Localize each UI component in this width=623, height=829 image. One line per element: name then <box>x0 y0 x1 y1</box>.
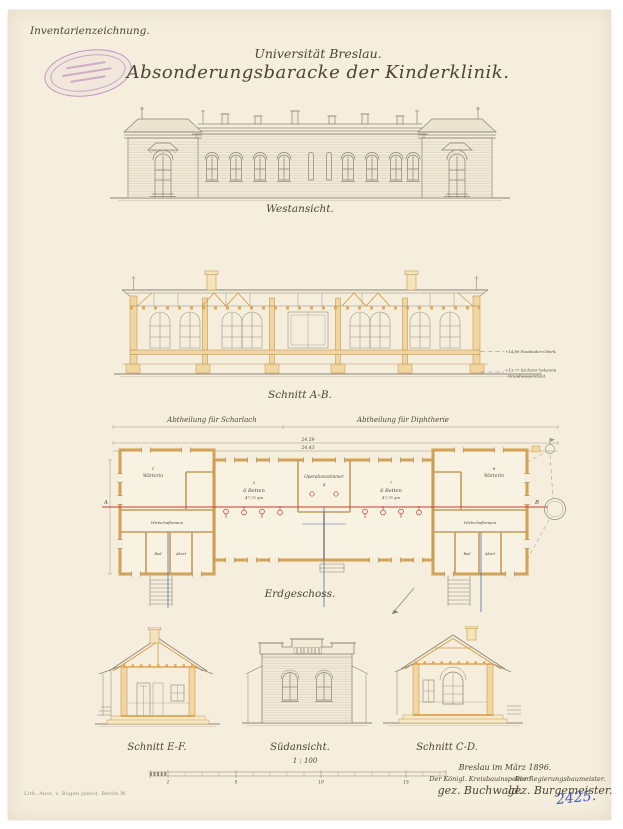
site-extension <box>526 438 566 561</box>
roof-truss <box>121 289 489 310</box>
title-main: Absonderungsbaracke der Kinderklinik. <box>126 62 510 83</box>
entrance-door <box>147 142 179 198</box>
interior-fittings <box>127 682 189 717</box>
caption-south-elevation: Südansicht. <box>270 742 330 753</box>
arched-windows <box>204 152 421 182</box>
room-no: 8 <box>493 466 496 471</box>
caption-west-elevation: Westansicht. <box>266 203 334 215</box>
outbuilding-marker <box>531 445 541 453</box>
plan-walls <box>118 448 529 576</box>
dept-right-label: Abtheilung für Diphtherie <box>356 416 449 424</box>
porch <box>97 665 122 716</box>
interior-fittings <box>419 666 487 705</box>
room-ward-left: 6 Betten <box>243 488 265 494</box>
scale-bar-subdivisions <box>150 772 167 776</box>
entrance-door <box>441 142 473 198</box>
room-ward-left-area: 47,75 qm <box>244 495 264 500</box>
side-porches <box>245 665 369 723</box>
scale-tick-label: 10 <box>318 780 324 786</box>
room-ward-right: 6 Betten <box>380 488 402 494</box>
dim-overall-2: 24,43 <box>301 445 315 451</box>
room-no: 4 <box>322 482 326 487</box>
signature-left-name: gez. Buchwald. <box>437 784 523 797</box>
room-abort-right: Abort <box>484 552 496 556</box>
right-exterior-stair <box>447 575 471 607</box>
caption-ground-floor: Erdgeschoss. <box>264 588 336 600</box>
room-bad-left: Bad <box>154 552 163 556</box>
ground-floor-plan-drawing: Abtheilung für Scharlach Abtheilung für … <box>102 416 566 615</box>
section-marker-b: B <box>534 500 539 506</box>
room-no: 1 <box>152 466 155 471</box>
printer-imprint: Lith. Anst. v. Bogen junior, Berlin W. <box>24 791 127 797</box>
room-warterin-right: Wärterin <box>484 473 504 479</box>
signature-right-name: gez. Burgemeister. <box>507 784 613 797</box>
vent-row <box>293 647 322 654</box>
room-bad-right: Bad <box>463 552 472 556</box>
title-institution: Universität Breslau. <box>254 46 382 61</box>
south-elevation-drawing <box>242 638 372 726</box>
room-no: 3 <box>253 480 256 485</box>
small-circle-marker <box>545 444 555 454</box>
large-circle-marker <box>544 498 566 520</box>
scale-tick-label: 5 <box>235 780 238 786</box>
level-floor-label: +14,89 Fussboden-Oberkante <box>505 349 556 354</box>
section-cd-drawing <box>383 626 523 726</box>
center-porch-steps <box>319 563 345 573</box>
left-pavilion <box>123 107 203 199</box>
level-groundwater-label1: +13,77 höchster bekannter <box>505 368 556 373</box>
inventory-label: Inventarienzeichnung. <box>30 25 150 37</box>
side-elements <box>394 663 521 715</box>
chimney <box>466 626 477 641</box>
right-pavilion <box>417 107 497 199</box>
interior-windows <box>149 311 461 349</box>
caption-section-ef: Schnitt E-F. <box>127 742 187 753</box>
footings <box>125 363 485 374</box>
level-groundwater-label2: Grundwasserstand. <box>508 374 546 379</box>
dept-left-label: Abtheilung für Scharlach <box>166 416 256 424</box>
roof-chimneys <box>201 110 419 125</box>
scale-bar: 1 5 10 15 <box>149 770 447 786</box>
scale-tick-label: 1 <box>167 780 170 786</box>
signature-left-title: Der Königl. Kreisbauinspektor. <box>429 775 531 783</box>
signature-left: Der Königl. Kreisbauinspektor. gez. Buch… <box>424 775 536 797</box>
main-facade <box>192 123 428 199</box>
datum-levels <box>480 351 504 373</box>
sectioned-walls <box>129 295 481 365</box>
section-ab-drawing: +14,89 Fussboden-Oberkante +13,77 höchst… <box>114 270 556 379</box>
west-elevation-drawing <box>110 107 510 201</box>
scale-ratio-label: 1 : 100 <box>292 757 318 765</box>
room-wirtschaft-right: Wirtschaftsraum <box>464 520 497 525</box>
parapet <box>258 638 356 658</box>
direction-arrow <box>391 587 415 615</box>
section-line-ab <box>102 491 548 519</box>
chimneys <box>131 270 479 291</box>
roof-structure <box>400 634 506 670</box>
chimney <box>149 628 160 644</box>
room-ward-right-area: 47,75 qm <box>381 495 401 500</box>
scale-tick-label: 15 <box>403 780 409 786</box>
caption-section-cd: Schnitt C-D. <box>416 742 478 753</box>
room-operation: Operationszimmer <box>304 474 344 479</box>
left-exterior-stair <box>149 575 173 607</box>
signature-right-title: Der Regierungsbaumeister. <box>514 775 606 783</box>
section-ef-drawing <box>95 627 220 727</box>
room-no: 7 <box>390 480 393 485</box>
floor-slab <box>129 349 481 355</box>
room-abort-left: Abort <box>175 552 187 556</box>
service-pipes <box>167 507 482 612</box>
caption-section-ab: Schnitt A-B. <box>268 389 332 401</box>
signature-right: Der Regierungsbaumeister. gez. Burgemeis… <box>506 775 614 797</box>
room-wirtschaft-left: Wirtschaftsraum <box>151 520 184 525</box>
dim-overall-1: 24,59 <box>301 437 315 443</box>
section-marker-a: A <box>103 500 108 506</box>
place-date: Breslau im März 1896. <box>458 763 552 772</box>
room-warterin-left: Wärterin <box>143 473 163 479</box>
